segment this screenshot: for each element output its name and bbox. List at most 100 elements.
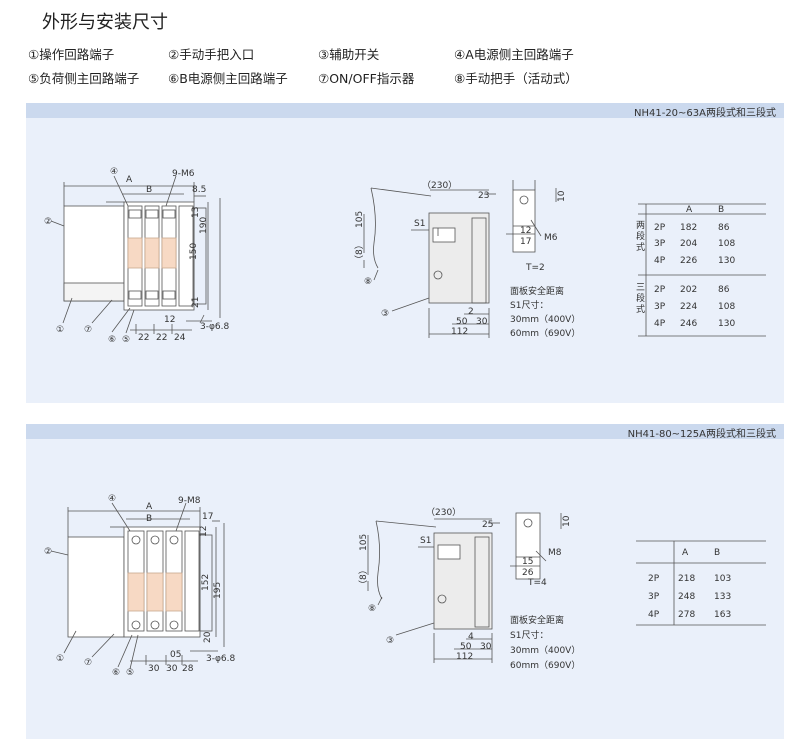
s1-table-group2-c0: 三 [636,283,645,293]
s2-side-n3: ③ [386,636,394,646]
s2-side-d25: 25 [482,520,493,530]
s1-side-d105: 105 [355,211,365,228]
s1-front-d190: 190 [199,217,209,234]
s1-table-cell: 108 [718,239,735,249]
s2-front-a: A [146,502,153,512]
s2-side-d112: 112 [456,652,473,662]
s2-front-hole: 3-φ6.8 [206,654,235,664]
legend-item-8: ⑧手动把手（活动式） [454,71,578,86]
s2-table-cell: 133 [714,592,731,602]
s2-front-d12: 12 [199,526,209,537]
s1-side-d30: 30 [476,317,488,327]
s2-front-d05: 05 [170,650,181,660]
s2-table-cell: 163 [714,610,731,620]
legend-item-5: ⑤负荷侧主回路端子 [28,71,140,86]
s2-table-cell: 3P [648,592,660,602]
legend-item-6: ⑥B电源侧主回路端子 [168,71,288,86]
s2-side-s1: S1 [420,536,431,546]
legend-item-1: ①操作回路端子 [28,47,115,62]
s2-table-cell: 248 [678,592,695,602]
s2-front-n1: ① [56,654,64,664]
s2-note-2: 30mm（400V） [510,645,580,656]
s1-table-cell: 4P [654,319,666,329]
section1-panel: A B 9-M6 8.5 ④ ② ① ⑦ ⑥ ⑤ 22 22 24 12 3-φ… [26,118,784,403]
s2-table-cell: 103 [714,574,731,584]
s1-front-d24: 24 [174,333,186,343]
s2-front-d30b: 30 [166,664,178,674]
s1-front-n6: ⑥ [108,335,116,345]
s1-side-d23: 23 [478,191,489,201]
s2-side-d30: 30 [480,642,492,652]
s2-side-d8: （8） [358,565,369,589]
page-title: 外形与安装尺寸 [42,12,168,33]
section1-band: NH41-20~63A两段式和三段式 [26,103,784,119]
s1-detail-d17: 17 [520,237,531,247]
s2-detail-t: T=4 [527,578,547,588]
s1-table-group1: 2P 182 86 3P 204 108 4P 226 130 [654,223,735,266]
section1-drawing: A B 9-M6 8.5 ④ ② ① ⑦ ⑥ ⑤ 22 22 24 12 3-φ… [44,167,766,345]
section1-band-label: NH41-20~63A两段式和三段式 [633,108,776,119]
s1-detail-m: M6 [544,233,558,243]
s1-table-cell: 226 [680,256,697,266]
s2-front-n2: ② [44,547,52,557]
s1-note-1: S1尺寸： [510,299,548,311]
s2-front-left-box [67,536,125,638]
s2-front-n7: ⑦ [84,658,92,668]
s1-table-cell: 2P [654,223,666,233]
s1-front-n2: ② [44,217,52,227]
s1-side-s1: S1 [414,219,425,229]
s1-table-cell: 204 [680,239,697,249]
s1-table-cell: 2P [654,285,666,295]
s1-detail-d12: 12 [520,226,531,236]
s2-front-d195: 195 [213,582,223,599]
s1-side-d50: 50 [456,317,468,327]
legend-item-4: ④A电源侧主回路端子 [454,47,574,62]
s1-front-d22b: 22 [156,333,167,343]
s1-front-a: A [126,175,133,185]
s1-side-d112: 112 [451,327,468,337]
s1-table-cell: 130 [718,256,735,266]
s1-table-cell: 246 [680,319,697,329]
s2-note-0: 面板安全距离 [510,614,564,626]
s2-detail-m: M8 [548,548,562,558]
s1-table-cell: 3P [654,302,666,312]
s1-front-d150: 150 [189,243,199,260]
s2-side-d105: 105 [359,534,369,551]
svg-text:两 段 式: 两 段 式 [636,220,648,253]
legend-item-3: ③辅助开关 [318,47,380,62]
s2-detail-d26: 26 [522,568,534,578]
s1-side-d8: （8） [354,240,365,264]
s1-front-n5: ⑤ [122,335,130,345]
s1-table-group2: 2P 202 86 3P 224 108 4P 246 130 [654,285,735,329]
s2-front-d152: 152 [201,574,211,591]
s1-table-cell: 86 [718,285,730,295]
s1-note-2: 30mm（400V） [510,314,580,325]
s1-side-n8: ⑧ [364,277,372,287]
s2-front-n4: ④ [108,494,116,504]
svg-text:三 段 式: 三 段 式 [636,283,648,315]
section2-band-label: NH41-80~125A两段式和三段式 [627,429,776,440]
s2-detail-d10: 10 [562,515,572,527]
s2-table-cell: 4P [648,610,660,620]
s2-front-b: B [146,514,152,524]
s2-table-cell: 278 [678,610,695,620]
s2-note-3: 60mm（690V） [510,660,580,671]
legend-item-7: ⑦ON/OFF指示器 [318,71,415,86]
section2-panel: A B 9-M8 ④ 17 12 152 195 20 ② ① ⑦ ⑥ ⑤ 05… [26,439,784,739]
s2-side-d230: （230） [426,507,461,518]
s2-front-d17: 17 [202,512,213,522]
s1-detail-t: T=2 [525,263,545,273]
s1-front-d85: 8.5 [192,185,206,195]
s2-table-cell: 2P [648,574,660,584]
s1-front-d21: 21 [191,297,201,308]
s2-table-cell: 218 [678,574,695,584]
s1-table-header-a: A [686,205,693,215]
s2-note-1: S1尺寸： [510,629,548,641]
s2-side-n8: ⑧ [368,604,376,614]
s1-front-d22a: 22 [138,333,149,343]
s2-table-header-b: B [714,548,720,558]
s1-table-cell: 86 [718,223,730,233]
section2-drawing: A B 9-M8 ④ 17 12 152 195 20 ② ① ⑦ ⑥ ⑤ 05… [44,494,766,678]
s1-table-cell: 182 [680,223,697,233]
s1-front-n1: ① [56,325,64,335]
